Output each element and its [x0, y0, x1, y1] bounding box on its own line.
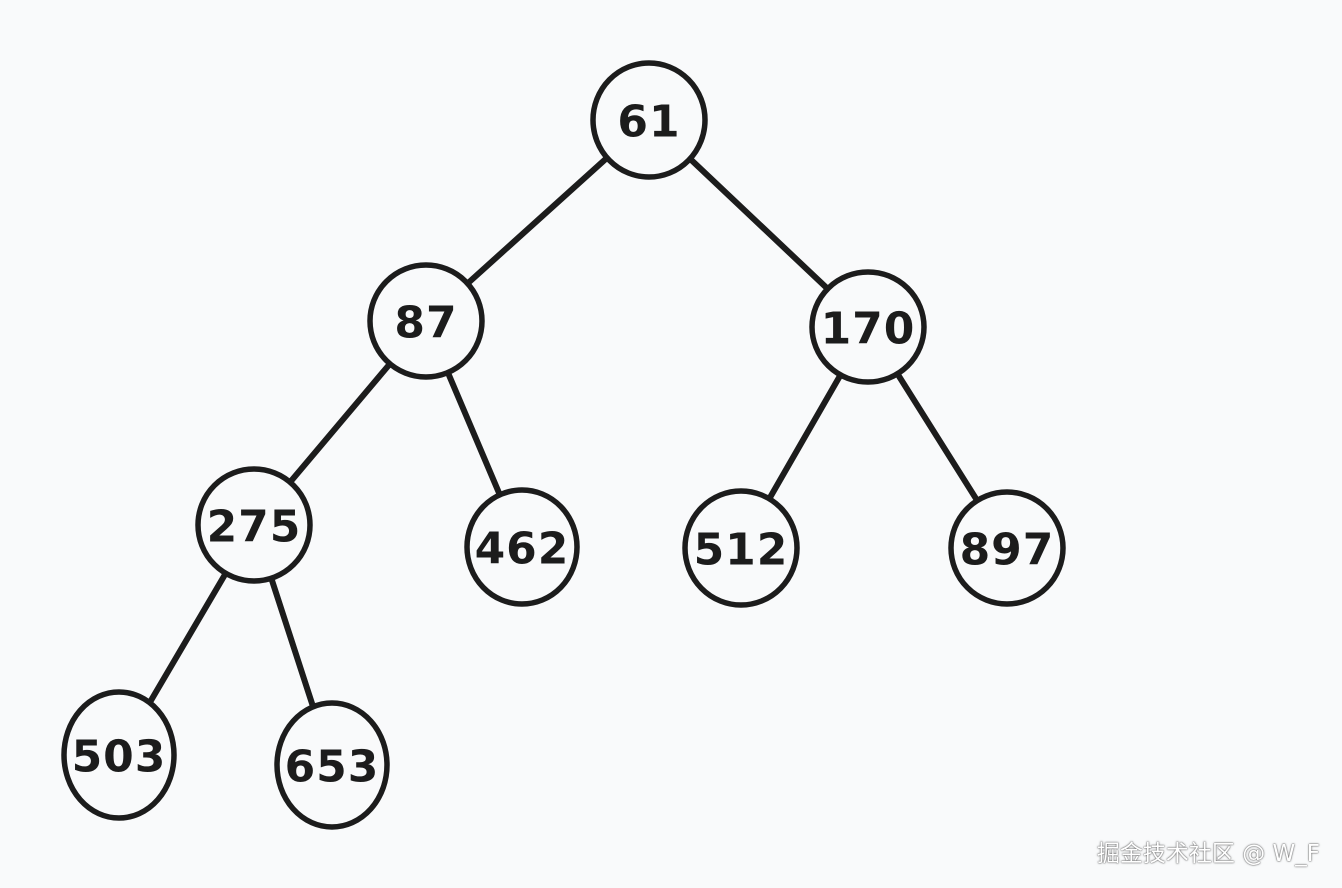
node-circle — [61, 689, 177, 821]
edge-n61-n170 — [685, 154, 833, 294]
edge-n87-n275 — [285, 359, 395, 487]
node-circle — [590, 60, 708, 180]
node-label: 87 — [394, 298, 457, 349]
node-circle — [809, 269, 927, 385]
tree-node-512: 512 — [682, 488, 800, 608]
node-label: 462 — [475, 524, 570, 575]
tree-node-897: 897 — [948, 489, 1066, 607]
node-circle — [195, 466, 313, 584]
node-label: 61 — [617, 97, 680, 148]
node-circle — [464, 487, 580, 607]
tree-node-503: 503 — [61, 689, 177, 821]
tree-node-170: 170 — [809, 269, 927, 385]
tree-edges — [145, 153, 982, 712]
node-circle — [367, 262, 485, 380]
node-label: 170 — [821, 304, 916, 355]
node-label: 503 — [72, 732, 167, 783]
node-label: 653 — [285, 742, 380, 793]
node-label: 897 — [960, 525, 1055, 576]
tree-node-653: 653 — [274, 700, 390, 830]
edge-n61-n87 — [463, 153, 612, 288]
tree-nodes: 61 87 170 275 462 512 897 503 653 — [61, 60, 1066, 830]
tree-node-87: 87 — [367, 262, 485, 380]
node-label: 512 — [694, 525, 789, 576]
watermark-text: 掘金技术社区 @ W_F — [1096, 841, 1320, 867]
tree-node-275: 275 — [195, 466, 313, 584]
node-label: 275 — [207, 502, 302, 553]
edge-n170-n897 — [893, 369, 982, 506]
node-circle — [948, 489, 1066, 607]
tree-node-61: 61 — [590, 60, 708, 180]
node-circle — [274, 700, 390, 830]
tree-node-462: 462 — [464, 487, 580, 607]
node-circle — [682, 488, 800, 608]
edge-n275-n653 — [267, 573, 317, 712]
edge-n87-n462 — [444, 367, 504, 500]
edge-n275-n503 — [145, 568, 230, 708]
edge-n170-n512 — [765, 370, 845, 504]
